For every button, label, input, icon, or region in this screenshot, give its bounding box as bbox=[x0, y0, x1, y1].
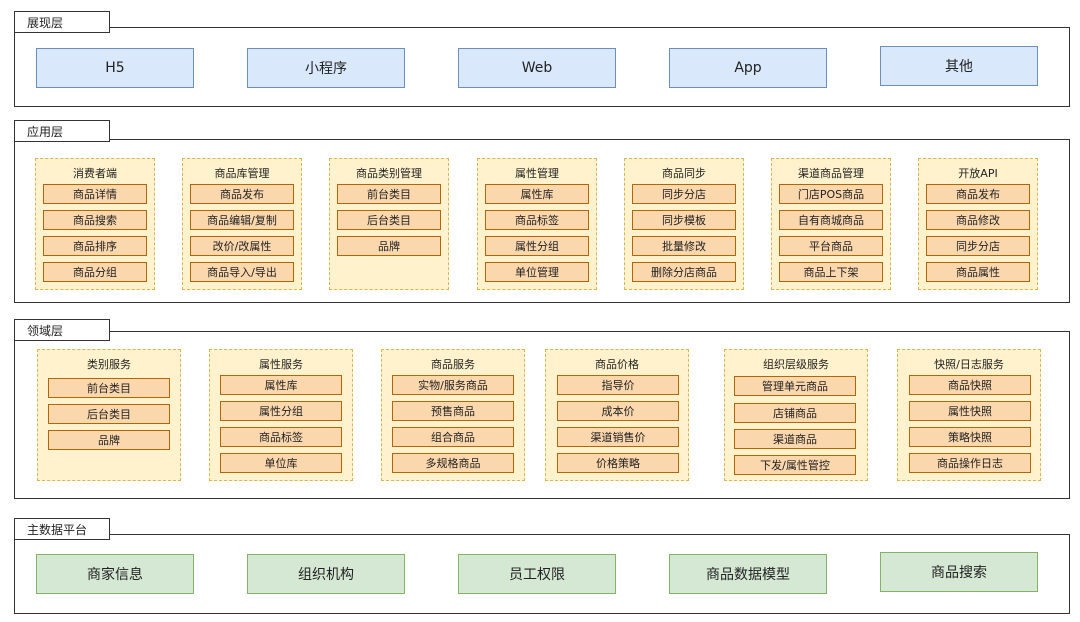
domain-item: 品牌 bbox=[48, 430, 170, 450]
domain-item: 价格策略 bbox=[557, 453, 679, 473]
domain-group-title: 商品价格 bbox=[595, 358, 639, 371]
app-item: 商品属性 bbox=[926, 262, 1030, 282]
app-item: 商品发布 bbox=[926, 184, 1030, 204]
app-item: 前台类目 bbox=[337, 184, 441, 204]
app-item: 单位管理 bbox=[485, 262, 589, 282]
presentation-item: Web bbox=[458, 48, 616, 88]
domain-group-title: 快照/日志服务 bbox=[934, 358, 1004, 371]
app-group: 商品库管理 商品发布 商品编辑/复制 改价/改属性 商品导入/导出 bbox=[182, 158, 302, 290]
domain-item: 下发/属性管控 bbox=[734, 455, 856, 475]
domain-item: 管理单元商品 bbox=[734, 376, 856, 396]
app-group-title: 商品同步 bbox=[662, 167, 706, 180]
domain-group: 类别服务 前台类目 后台类目 品牌 bbox=[37, 349, 181, 481]
app-item: 商品分组 bbox=[43, 262, 147, 282]
app-item: 平台商品 bbox=[779, 236, 883, 256]
domain-layer bbox=[14, 331, 1070, 499]
master-data-item: 商家信息 bbox=[36, 554, 194, 594]
application-layer-title: 应用层 bbox=[14, 120, 110, 142]
app-item: 商品导入/导出 bbox=[190, 262, 294, 282]
app-group: 开放API 商品发布 商品修改 同步分店 商品属性 bbox=[918, 158, 1038, 290]
app-item: 属性分组 bbox=[485, 236, 589, 256]
domain-item: 商品快照 bbox=[909, 375, 1031, 395]
app-item: 改价/改属性 bbox=[190, 236, 294, 256]
domain-group-title: 类别服务 bbox=[87, 358, 131, 371]
domain-item: 策略快照 bbox=[909, 427, 1031, 447]
app-group-title: 商品库管理 bbox=[214, 167, 270, 180]
app-group-title: 开放API bbox=[958, 167, 998, 180]
app-item: 删除分店商品 bbox=[632, 262, 736, 282]
app-group: 商品类别管理 前台类目 后台类目 品牌 bbox=[329, 158, 449, 290]
master-data-item: 商品数据模型 bbox=[669, 554, 827, 594]
app-group: 渠道商品管理 门店POS商品 自有商城商品 平台商品 商品上下架 bbox=[771, 158, 891, 290]
app-item: 商品编辑/复制 bbox=[190, 210, 294, 230]
domain-item: 实物/服务商品 bbox=[392, 375, 514, 395]
domain-group: 商品价格 指导价 成本价 渠道销售价 价格策略 bbox=[545, 349, 689, 481]
domain-item: 多规格商品 bbox=[392, 453, 514, 473]
master-data-layer-title: 主数据平台 bbox=[14, 518, 110, 540]
domain-group: 组织层级服务 管理单元商品 店铺商品 渠道商品 下发/属性管控 bbox=[724, 349, 868, 481]
app-item: 商品搜索 bbox=[43, 210, 147, 230]
app-group: 商品同步 同步分店 同步模板 批量修改 删除分店商品 bbox=[624, 158, 744, 290]
app-item: 商品修改 bbox=[926, 210, 1030, 230]
domain-item: 前台类目 bbox=[48, 378, 170, 398]
app-item: 商品标签 bbox=[485, 210, 589, 230]
app-item: 商品排序 bbox=[43, 236, 147, 256]
domain-item: 渠道商品 bbox=[734, 429, 856, 449]
domain-item: 商品标签 bbox=[220, 427, 342, 447]
domain-item: 单位库 bbox=[220, 453, 342, 473]
app-group-title: 消费者端 bbox=[73, 167, 117, 180]
app-group-title: 渠道商品管理 bbox=[798, 167, 864, 180]
master-data-item: 员工权限 bbox=[458, 554, 616, 594]
app-item: 商品详情 bbox=[43, 184, 147, 204]
domain-item: 后台类目 bbox=[48, 404, 170, 424]
presentation-item: H5 bbox=[36, 48, 194, 88]
presentation-layer-title: 展现层 bbox=[14, 11, 110, 33]
presentation-item: App bbox=[669, 48, 827, 88]
app-item: 品牌 bbox=[337, 236, 441, 256]
domain-group-title: 商品服务 bbox=[431, 358, 475, 371]
domain-item: 成本价 bbox=[557, 401, 679, 421]
app-item: 商品发布 bbox=[190, 184, 294, 204]
app-group-title: 商品类别管理 bbox=[356, 167, 422, 180]
domain-group-title: 属性服务 bbox=[259, 358, 303, 371]
app-item: 属性库 bbox=[485, 184, 589, 204]
domain-item: 属性库 bbox=[220, 375, 342, 395]
app-item: 同步分店 bbox=[632, 184, 736, 204]
app-group-title: 属性管理 bbox=[515, 167, 559, 180]
app-item: 商品上下架 bbox=[779, 262, 883, 282]
app-item: 同步分店 bbox=[926, 236, 1030, 256]
domain-item: 预售商品 bbox=[392, 401, 514, 421]
domain-layer-title: 领域层 bbox=[14, 319, 110, 341]
presentation-item: 其他 bbox=[880, 46, 1038, 86]
app-item: 后台类目 bbox=[337, 210, 441, 230]
master-data-item: 商品搜索 bbox=[880, 552, 1038, 592]
domain-item: 组合商品 bbox=[392, 427, 514, 447]
domain-item: 属性分组 bbox=[220, 401, 342, 421]
app-item: 自有商城商品 bbox=[779, 210, 883, 230]
app-item: 同步模板 bbox=[632, 210, 736, 230]
domain-item: 指导价 bbox=[557, 375, 679, 395]
domain-item: 渠道销售价 bbox=[557, 427, 679, 447]
app-group: 消费者端 商品详情 商品搜索 商品排序 商品分组 bbox=[35, 158, 155, 290]
domain-group: 快照/日志服务 商品快照 属性快照 策略快照 商品操作日志 bbox=[897, 349, 1041, 481]
domain-group-title: 组织层级服务 bbox=[763, 358, 829, 371]
domain-item: 商品操作日志 bbox=[909, 453, 1031, 473]
master-data-item: 组织机构 bbox=[247, 554, 405, 594]
app-item: 门店POS商品 bbox=[779, 184, 883, 204]
domain-group: 属性服务 属性库 属性分组 商品标签 单位库 bbox=[209, 349, 353, 481]
app-group: 属性管理 属性库 商品标签 属性分组 单位管理 bbox=[477, 158, 597, 290]
domain-item: 店铺商品 bbox=[734, 403, 856, 423]
presentation-item: 小程序 bbox=[247, 48, 405, 88]
domain-group: 商品服务 实物/服务商品 预售商品 组合商品 多规格商品 bbox=[381, 349, 525, 481]
domain-item: 属性快照 bbox=[909, 401, 1031, 421]
app-item: 批量修改 bbox=[632, 236, 736, 256]
